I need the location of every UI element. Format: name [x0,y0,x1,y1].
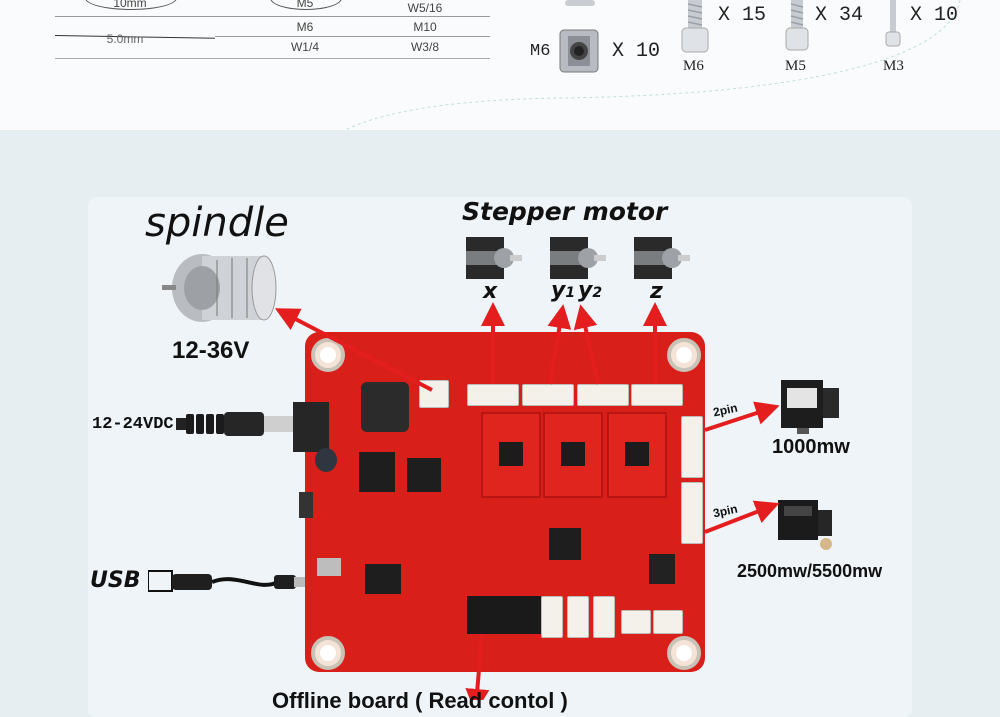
laser-1000mw-icon [781,380,839,434]
mount-hole [667,338,701,372]
stepper-driver-y [543,412,603,498]
mount-hole [311,636,345,670]
dc-socket [293,402,329,452]
stepper-z-icon [634,237,690,279]
m5-qty: X 34 [815,4,864,27]
usb-cable-icon [148,570,306,592]
decorative-curve [343,0,961,130]
size-cell: M6 [296,20,314,34]
table-line [215,36,490,37]
axis-y2-subscript: 2 [592,285,603,301]
laser-2500mw-label: 2500mw/5500mw [737,561,883,581]
table-line [55,58,490,59]
offline-caption: Offline board ( Read contol ) [272,688,568,713]
nut-icon [565,0,595,6]
stepper-title: Stepper motor [462,197,668,226]
limit-connector [541,596,563,638]
axis-z-label: z [650,279,663,304]
stepper-driver-z [607,412,667,498]
aux-connector [653,610,683,634]
table-line [55,16,490,17]
laser-3pin-connector [681,482,703,544]
spindle-title: spindle [145,200,289,246]
size-cell: M10 [413,20,437,34]
z-connector [631,384,683,406]
m6-screw-icon [681,0,709,53]
tnut-label: M6 [530,42,551,61]
usb-text: USB [90,568,141,593]
size-cell: W1/4 [290,40,319,54]
stepper-y1-icon [550,237,606,279]
m3-screw-icon [885,0,901,47]
limit-connector [567,596,589,638]
x-connector [467,384,519,406]
axis-y1-label: y1 [551,278,575,303]
size-cell: W5/16 [407,1,443,15]
laser-2pin-connector [681,416,703,478]
stop-connector [621,610,651,634]
size-cell: M5 [296,0,314,10]
regulator [359,452,395,492]
spindle-connector [419,380,449,408]
pin-header [649,554,675,584]
capacitor [315,448,337,472]
spindle-voltage: 12-36V [172,337,250,364]
mount-hole [667,636,701,670]
switch [299,492,313,518]
m6-qty: X 15 [718,4,767,27]
offline-header [467,596,541,634]
dc-jack-icon [176,412,294,436]
m6-label: M6 [683,58,704,74]
axis-y2-letter: y [578,278,593,303]
m3-label: M3 [883,58,904,74]
size-cell: W3/8 [410,40,439,54]
mount-hole [311,338,345,372]
axis-x-label: x [483,279,498,304]
usb-label: USB [90,568,140,593]
y1-connector [522,384,574,406]
axis-y2-label: y2 [578,278,602,303]
regulator [407,458,441,492]
usb-chip [365,564,401,594]
usb-port [317,558,341,576]
controller-board [293,332,705,672]
size-cell: 10mm [113,0,147,10]
axis-y1-subscript: 1 [565,285,576,301]
mcu-chip [549,528,581,560]
laser-1000mw-label: 1000mw [772,436,850,458]
laser-2500mw-icon [778,500,832,550]
m5-label: M5 [785,58,806,74]
dc-input-label: 12-24VDC [92,415,174,434]
power-inductor [361,382,409,432]
limit-connector [593,596,615,638]
tnut-qty: X 10 [612,40,661,63]
accessories-panel: 10mm M5 W5/16 M6 M10 5.0mm W1/4 W3/8 M6 … [0,0,1000,130]
m5-screw-icon [785,0,809,51]
m3-qty: X 10 [910,4,959,27]
size-cell: 5.0mm [106,32,144,46]
spindle-motor-icon [162,254,277,322]
stepper-driver-x [481,412,541,498]
axis-y1-letter: y [551,278,566,303]
t-nut-icon [559,29,599,73]
y2-connector [577,384,629,406]
stepper-x-icon [466,237,522,279]
